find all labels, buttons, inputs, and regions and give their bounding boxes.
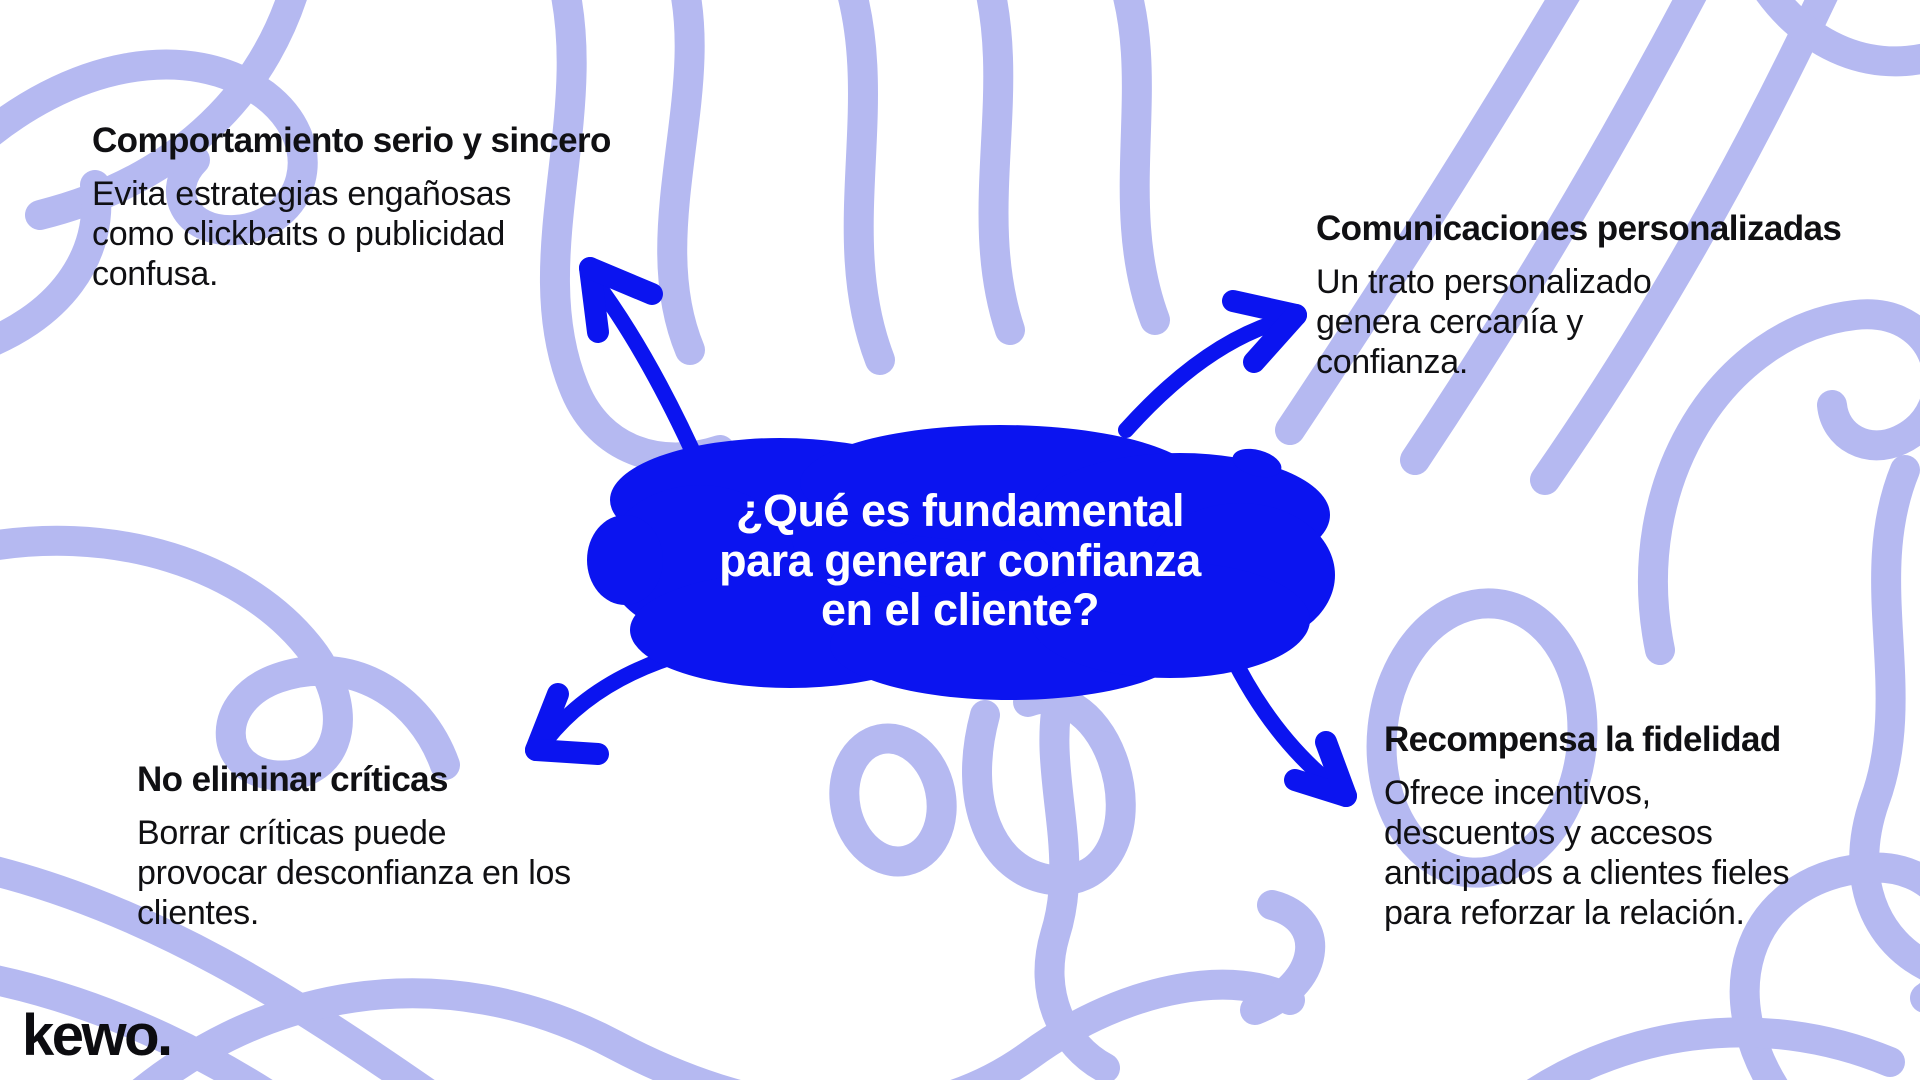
topic-bottom-left: No eliminar críticas Borrar críticas pue… xyxy=(137,759,717,933)
kewo-logo: kewo. xyxy=(22,1003,173,1068)
arrow-to-bottom-right xyxy=(1222,644,1357,807)
topic-body: Borrar críticas puede provocar desconfia… xyxy=(137,814,571,933)
blob-accent-dash xyxy=(1232,448,1282,478)
topic-body: Ofrece incentivos, descuentos y accesos … xyxy=(1384,774,1790,933)
topic-title: Comunicaciones personalizadas xyxy=(1316,209,1842,248)
arrow-to-bottom-left xyxy=(525,644,696,765)
topic-title: Recompensa la fidelidad xyxy=(1384,720,1781,759)
topic-bottom-right: Recompensa la fidelidad Ofrece incentivo… xyxy=(1384,719,1894,933)
topic-title: No eliminar críticas xyxy=(137,760,449,799)
arrow-to-top-left xyxy=(579,257,710,480)
topic-top-right: Comunicaciones personalizadas Un trato p… xyxy=(1316,208,1916,382)
topic-body: Un trato personalizado genera cercanía y… xyxy=(1316,263,1652,382)
center-question: ¿Qué es fundamental para generar confian… xyxy=(719,485,1201,635)
center-node-blob xyxy=(587,425,1335,700)
topic-title: Comportamiento serio y sincero xyxy=(92,121,611,160)
arrow-to-top-right xyxy=(1118,290,1307,438)
topic-body: Evita estrategias engañosas como clickba… xyxy=(92,175,512,294)
topic-top-left: Comportamiento serio y sincero Evita est… xyxy=(92,120,692,294)
